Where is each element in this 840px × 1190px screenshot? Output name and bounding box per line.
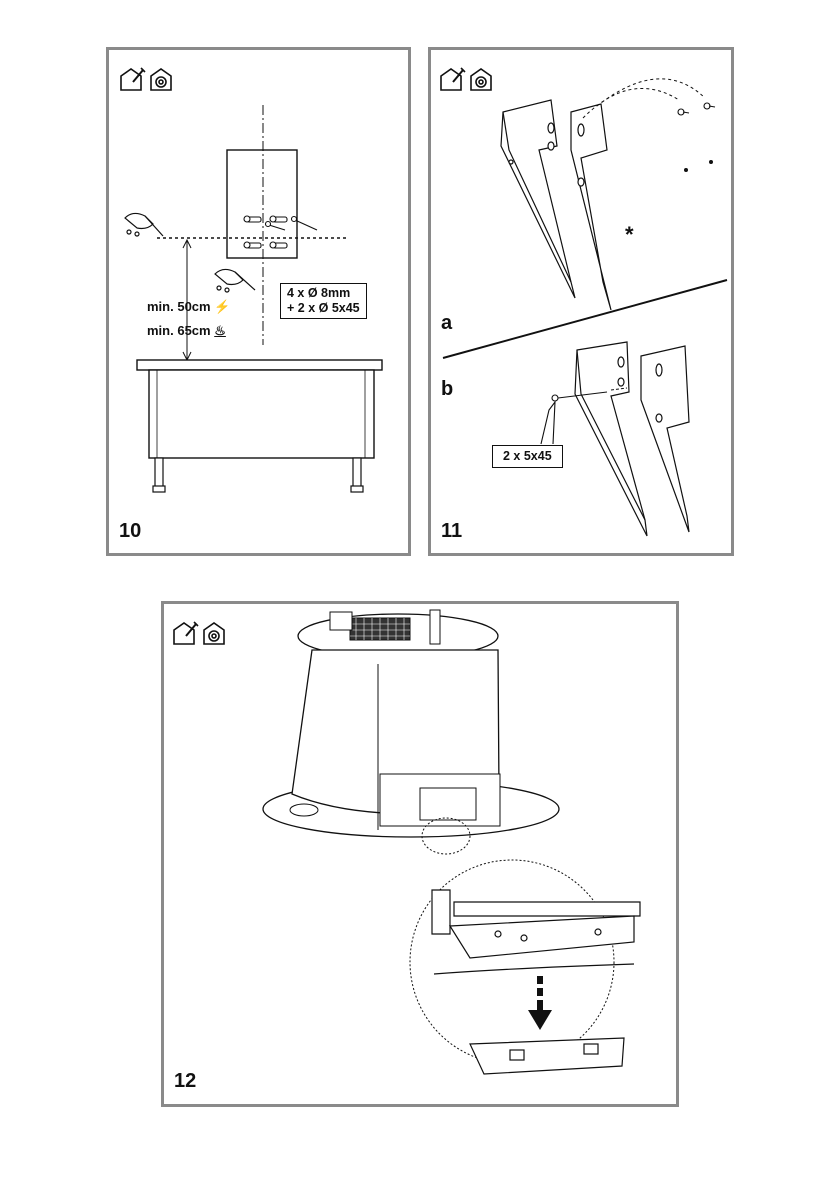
min-distance-gas-text: min. 65cm <box>147 323 211 338</box>
figure-10-drawing <box>120 67 383 493</box>
figure-number: 11 <box>441 520 463 542</box>
installer-icon <box>440 67 466 91</box>
min-distance-electric-text: min. 50cm <box>147 299 211 314</box>
home-icon <box>470 68 492 91</box>
figure-11-panel: * a b 2 x 5x45 11 <box>428 47 734 556</box>
figure-number: 12 <box>174 1070 197 1092</box>
screw-spec-box: 2 x 5x45 <box>492 445 563 468</box>
installer-icon <box>173 621 199 645</box>
figure-10-panel: min. 50cm ⚡ min. 65cm ♨ 4 x Ø 8mm + 2 x … <box>106 47 411 556</box>
home-icon <box>203 622 225 645</box>
figure-12-drawing <box>173 609 641 1075</box>
fixing-spec-line1: 4 x Ø 8mm <box>287 286 351 300</box>
fixing-spec-line2: + 2 x Ø 5x45 <box>287 301 360 315</box>
bracket-b <box>574 341 690 537</box>
step-a-label: a <box>441 312 453 334</box>
step-b-label: b <box>441 378 454 400</box>
figure-number: 10 <box>119 520 142 542</box>
bracket-detail <box>431 889 641 1075</box>
home-icon <box>150 68 172 91</box>
figure-12-panel: 12 <box>161 601 679 1107</box>
hand-pointer-icon <box>214 268 256 293</box>
screw-icon <box>551 387 628 402</box>
figure-11-drawing <box>440 67 728 537</box>
min-distance-gas: min. 65cm ♨ <box>147 323 226 339</box>
flame-icon: ♨ <box>214 323 226 338</box>
installer-icon <box>120 67 146 91</box>
min-distance-electric: min. 50cm ⚡ <box>147 299 230 315</box>
screw-icons <box>677 102 716 116</box>
lightning-icon: ⚡ <box>214 299 231 314</box>
bracket-a <box>500 99 612 311</box>
asterisk-mark: * <box>625 222 634 247</box>
wall-plug-icons <box>243 215 318 249</box>
fixing-spec-box: 4 x Ø 8mm + 2 x Ø 5x45 <box>280 283 367 319</box>
hand-pointer-icon <box>124 212 164 237</box>
